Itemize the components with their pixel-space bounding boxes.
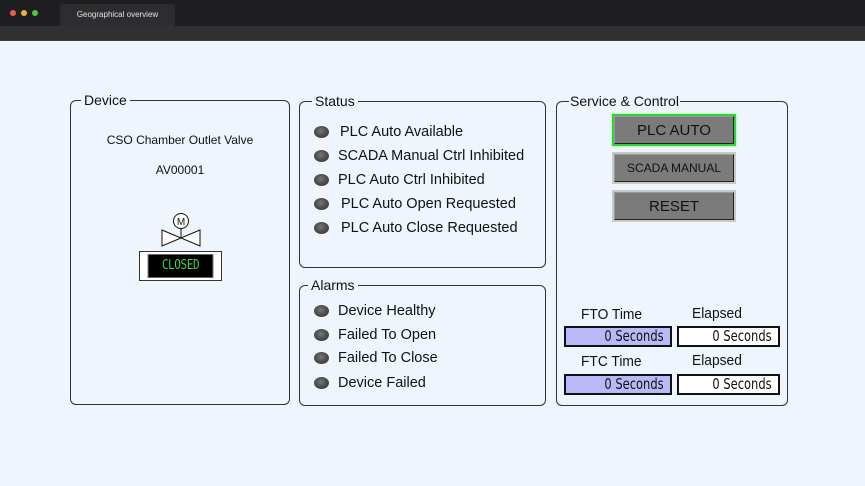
alarm-item-label: Device Failed bbox=[338, 375, 426, 391]
indicator-led-icon bbox=[314, 329, 329, 341]
alarms-group: Alarms Device Healthy Failed To Open Fai… bbox=[299, 277, 546, 406]
status-item-label: PLC Auto Open Requested bbox=[341, 196, 516, 212]
status-item: PLC Auto Close Requested bbox=[314, 218, 518, 238]
alarm-item: Device Healthy bbox=[314, 301, 436, 321]
indicator-led-icon bbox=[314, 174, 329, 186]
scada-manual-button[interactable]: SCADA MANUAL bbox=[612, 152, 736, 184]
indicator-led-icon bbox=[314, 352, 329, 364]
ftc-elapsed-field: 0 Seconds bbox=[677, 374, 780, 395]
status-legend: Status bbox=[312, 93, 358, 109]
alarm-item: Failed To Close bbox=[314, 348, 438, 368]
status-item-label: PLC Auto Available bbox=[340, 124, 464, 140]
ftc-elapsed-value: 0 Seconds bbox=[712, 375, 772, 393]
ftc-time-value: 0 Seconds bbox=[604, 375, 664, 393]
status-item: SCADA Manual Ctrl Inhibited bbox=[314, 146, 524, 166]
svg-text:M: M bbox=[177, 217, 185, 228]
plc-auto-button[interactable]: PLC AUTO bbox=[612, 114, 736, 146]
indicator-led-icon bbox=[314, 150, 329, 162]
status-item-label: SCADA Manual Ctrl Inhibited bbox=[338, 148, 525, 164]
alarm-item-label: Failed To Open bbox=[338, 327, 437, 343]
device-id: AV00001 bbox=[155, 163, 205, 177]
valve-state-text: CLOSED bbox=[147, 254, 214, 278]
alarm-item: Device Failed bbox=[314, 373, 426, 393]
status-item-label: PLC Auto Ctrl Inhibited bbox=[338, 172, 485, 188]
alarms-legend: Alarms bbox=[308, 277, 358, 293]
indicator-led-icon bbox=[314, 198, 329, 210]
fto-time-label: FTO Time bbox=[581, 306, 643, 323]
maximize-window-button[interactable] bbox=[32, 10, 38, 16]
alarm-item-label: Device Healthy bbox=[338, 303, 436, 319]
reset-button[interactable]: RESET bbox=[612, 190, 736, 222]
window-titlebar: Geographical overview bbox=[0, 0, 865, 26]
status-item: PLC Auto Ctrl Inhibited bbox=[314, 170, 485, 190]
fto-time-value: 0 Seconds bbox=[604, 327, 664, 345]
fto-elapsed-value: 0 Seconds bbox=[712, 327, 772, 345]
device-group: Device CSO Chamber Outlet Valve AV00001 … bbox=[70, 92, 290, 405]
toolbar bbox=[0, 26, 865, 41]
device-legend: Device bbox=[81, 92, 130, 108]
fto-elapsed-label: Elapsed bbox=[692, 305, 742, 322]
indicator-led-icon bbox=[314, 377, 329, 389]
service-control-group: Service & Control PLC AUTO SCADA MANUAL … bbox=[556, 93, 788, 406]
tab-geographical-overview[interactable]: Geographical overview bbox=[60, 4, 175, 26]
minimize-window-button[interactable] bbox=[21, 10, 27, 16]
status-item: PLC Auto Available bbox=[314, 122, 463, 142]
status-group: Status PLC Auto Available SCADA Manual C… bbox=[299, 93, 546, 268]
close-window-button[interactable] bbox=[10, 10, 16, 16]
status-item: PLC Auto Open Requested bbox=[314, 194, 516, 214]
indicator-led-icon bbox=[314, 305, 329, 317]
indicator-led-icon bbox=[314, 126, 329, 138]
plc-auto-button-label: PLC AUTO bbox=[614, 116, 734, 144]
ftc-elapsed-label: Elapsed bbox=[692, 352, 742, 369]
fto-elapsed-field: 0 Seconds bbox=[677, 326, 780, 347]
reset-button-label: RESET bbox=[614, 192, 734, 220]
scada-manual-button-label: SCADA MANUAL bbox=[614, 154, 734, 182]
valve-state-display: CLOSED bbox=[139, 251, 222, 281]
fto-time-field[interactable]: 0 Seconds bbox=[564, 326, 672, 347]
alarm-item-label: Failed To Close bbox=[338, 350, 438, 366]
service-legend: Service & Control bbox=[569, 93, 680, 109]
device-name: CSO Chamber Outlet Valve bbox=[106, 133, 254, 147]
ftc-time-label: FTC Time bbox=[581, 353, 642, 370]
motorized-valve-icon[interactable]: M bbox=[159, 212, 203, 250]
alarm-item: Failed To Open bbox=[314, 325, 436, 345]
main-content: Device CSO Chamber Outlet Valve AV00001 … bbox=[0, 41, 865, 486]
status-item-label: PLC Auto Close Requested bbox=[341, 220, 518, 236]
indicator-led-icon bbox=[314, 222, 329, 234]
ftc-time-field[interactable]: 0 Seconds bbox=[564, 374, 672, 395]
